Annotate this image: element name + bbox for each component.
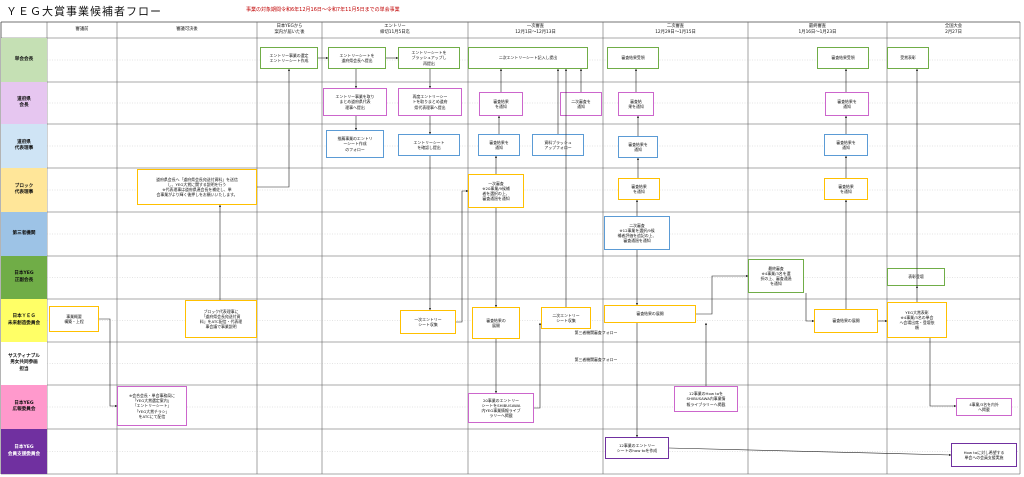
flow-box-b11: 二次審査を 通知 [560, 92, 602, 116]
column-header-4: エントリー 締切11月5日迄 [380, 24, 410, 35]
flow-box-b28: ブロック代表理事に 「道府県会長宛送付資 料」をATC配信・代表理 事会議で事業… [185, 300, 257, 338]
flow-box-b14: 推薦事業のエントリ ーシート作成 のフォロー [326, 130, 384, 158]
lane-label-10: 日本YEG 会員支援委員会 [1, 429, 47, 474]
flow-box-b35: 第三者機関審査フォロー [574, 330, 618, 336]
flow-box-b26: 表彰登壇 [887, 268, 945, 286]
column-header-6: 二次審査 12月29日〜1月15日 [655, 24, 696, 35]
flow-box-b42: How toに対し希望する 単会への会員支援実施 [951, 443, 1017, 467]
flow-box-b32: 審査結果の展開 [604, 305, 696, 323]
flow-box-b6: 審査結果受領 [817, 47, 869, 69]
flow-box-b2: エントリーシートを 道府県会長へ提出 [328, 47, 386, 69]
flow-box-b13: 審査結果を 通知 [825, 92, 869, 116]
flow-box-b5: 審査結果受領 [607, 47, 659, 69]
flow-box-b7: 受賞表彰 [887, 47, 929, 69]
column-header-3: 日本YEGから 案内が届いた後 [274, 24, 305, 35]
flow-box-b19: 審査結果を 通知 [824, 134, 868, 156]
lane-label-8: サスティナブル 男女共同参画 担当 [1, 342, 47, 385]
flow-box-b8: エントリー事業を取り まとめ道府県代表 理事へ提出 [323, 88, 387, 116]
flow-box-b15: エントリーシート を確認し提出 [398, 134, 460, 156]
flow-box-b30: 審査結果の 展開 [472, 307, 520, 339]
flow-box-b17: 資料ブラッシュ アップフォロー [532, 134, 584, 156]
flow-box-b23: 審査結果 を通知 [824, 178, 868, 200]
flow-box-b9: 再度エントリーシー トを取りまとめ道府 県代表理事へ提出 [398, 88, 462, 116]
flow-box-b12: 審査結 果を通知 [618, 92, 654, 116]
lane-label-4: ブロック 代表理事 [1, 168, 47, 212]
flow-box-b20: 道府県会長へ「道府県会長宛送付資料」を送信 し、YEG大賞に関する説明を行う ※… [137, 169, 257, 205]
flow-box-b29: 一次エントリー シート収集 [400, 310, 456, 334]
flow-box-b22: 審査結果 を通知 [618, 178, 660, 200]
column-header-8: 全国大会 2月27日 [944, 24, 963, 35]
flow-box-b31: 二次エントリー シート収集 [541, 307, 591, 329]
flow-box-b39: 12事業のHow toを SHIBUSAWA内事業情 報ライブラリーへ掲載 [674, 386, 738, 412]
flow-box-b38: 20事業のエントリー シートをSHIBUSAWA 内YEG事業情報ライブ ラリー… [468, 393, 534, 423]
flow-box-b33: 審査結果の展開 [814, 309, 878, 333]
flow-box-b37: ※会合会長・単会事務局に 「YEG大賞選定案内」 「エントリーシート」 「YEG… [117, 386, 187, 426]
flow-box-b10: 審査結果 を通知 [479, 92, 523, 116]
lane-label-1: 単会会長 [1, 38, 47, 82]
flow-box-b3: エントリーシートを ブラッシュアップし 再提出 [398, 47, 460, 69]
lane-label-9: 日本YEG 広報委員会 [1, 385, 47, 429]
flow-box-b25: 最終審査 ※4事業/3名を選 択の上、審査通過 を通知 [748, 259, 804, 293]
column-header-7: 最終審査 1月16日〜1月23日 [798, 24, 837, 35]
flow-box-b27: 事業概要 構築・上程 [49, 306, 99, 332]
column-header-5: 一次審査 12月1日〜12月13日 [515, 24, 556, 35]
lane-label-5: 第三者機関 [1, 212, 47, 256]
lane-label-6: 日本YEG 正副会長 [1, 256, 47, 299]
flow-box-b24: 二次審査 ※12事業を選択/9候 補者評価を追記の上、 審査通過を通知 [604, 216, 670, 250]
flow-box-b18: 審査結果を 通知 [618, 136, 658, 158]
flow-box-b4: 二次エントリーシート記入し提出 [468, 47, 588, 69]
flow-box-b40: 4事業/3名を内外 へ掲載 [956, 398, 1012, 416]
column-header-2: 審議可決後 [176, 27, 198, 33]
flow-box-b41: 12事業のエントリー シートのhow toを作成 [605, 437, 669, 459]
flow-box-b16: 審査結果を 通知 [478, 134, 520, 156]
target-period-note: 事業の対象期間令和6年12月16日〜令和7年11月5日までの単会事業 [246, 7, 400, 13]
flow-box-b34: YEG大賞表彰 ※4事業/3名の単会 へ会場出席・登壇依 頼 [887, 302, 947, 338]
flow-box-b36: 第三者機関審査フォロー [574, 357, 618, 363]
lane-label-7: 日本ＹＥＧ 未来創造委員会 [1, 299, 47, 342]
page-title: ＹＥＧ大賞事業候補者フロー [6, 5, 162, 18]
flow-box-b1: エントリー事業の選定 エントリーシート作成 [260, 47, 318, 69]
lane-label-2: 道府県 会長 [1, 82, 47, 124]
lane-label-3: 道府県 代表理事 [1, 124, 47, 168]
column-header-1: 審議前 [75, 27, 89, 33]
flow-box-b21: 一次審査 ※20事業/9候補 者を選択の上、 審査通過を通知 [468, 174, 524, 208]
